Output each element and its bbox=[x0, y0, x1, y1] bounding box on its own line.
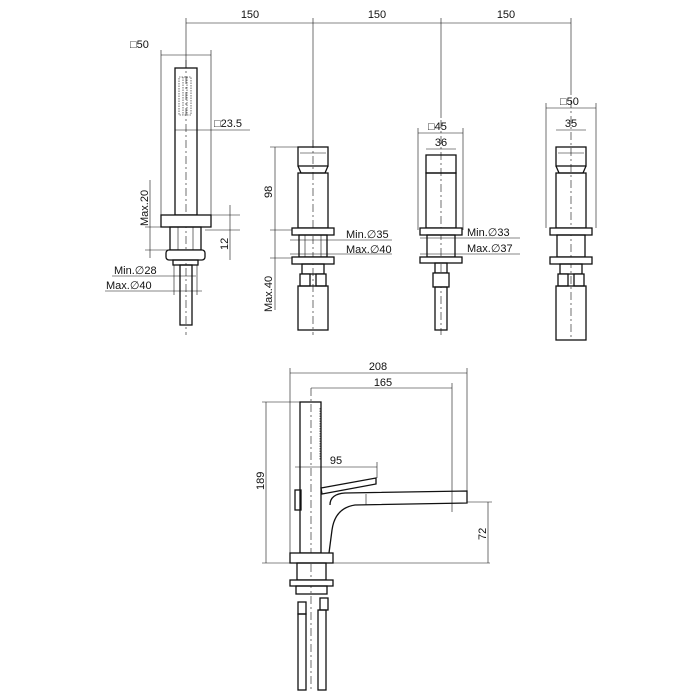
valve-left-min-hole-label: Min.∅35 bbox=[346, 229, 389, 241]
max-thickness-label: Max.20 bbox=[139, 190, 151, 226]
valve-right-view: □50 35 bbox=[545, 96, 597, 341]
valve-left-max-hole-label: Max.∅40 bbox=[346, 244, 392, 256]
valve-middle-square-label: □45 bbox=[428, 121, 447, 133]
head-square-label: □50 bbox=[130, 39, 149, 51]
max-hole-label: Max.∅40 bbox=[106, 280, 152, 292]
lever-handle bbox=[320, 477, 377, 495]
valve-middle-min-hole-label: Min.∅33 bbox=[467, 227, 510, 239]
spacing-label-3: 150 bbox=[497, 9, 515, 21]
min-hole-label: Min.∅28 bbox=[114, 265, 157, 277]
nut-height-label: 12 bbox=[219, 238, 231, 250]
valve-left-view: 98 Max.40 Min.∅35 Max.∅40 bbox=[263, 140, 392, 335]
lever-reach-label: 95 bbox=[330, 455, 342, 467]
spacing-label-1: 150 bbox=[241, 9, 259, 21]
valve-middle-width-label: 36 bbox=[435, 137, 447, 149]
valve-middle-max-hole-label: Max.∅37 bbox=[467, 243, 513, 255]
total-height-label: 189 bbox=[255, 472, 267, 490]
valve-middle-view: □45 36 Min.∅33 Max.∅37 bbox=[417, 120, 520, 335]
body-square-label: □23.5 bbox=[214, 118, 242, 130]
valve-right-width-label: 35 bbox=[565, 118, 577, 130]
side-view: 208 165 189 95 72 bbox=[255, 361, 492, 691]
total-depth-label: 208 bbox=[369, 361, 387, 373]
spacing-label-2: 150 bbox=[368, 9, 386, 21]
hand-shower-view: □50 □23.5 Max.20 12 Min.∅28 Max.∅40 bbox=[105, 39, 250, 335]
spray-grid-icon bbox=[178, 76, 192, 116]
spout-reach-label: 165 bbox=[374, 377, 392, 389]
valve-height-label: 98 bbox=[263, 186, 275, 198]
top-spacing-dimension: 150 150 150 bbox=[185, 9, 572, 147]
valve-max-thickness-label: Max.40 bbox=[263, 276, 275, 312]
spout-height-label: 72 bbox=[477, 528, 489, 540]
valve-right-square-label: □50 bbox=[560, 96, 579, 108]
